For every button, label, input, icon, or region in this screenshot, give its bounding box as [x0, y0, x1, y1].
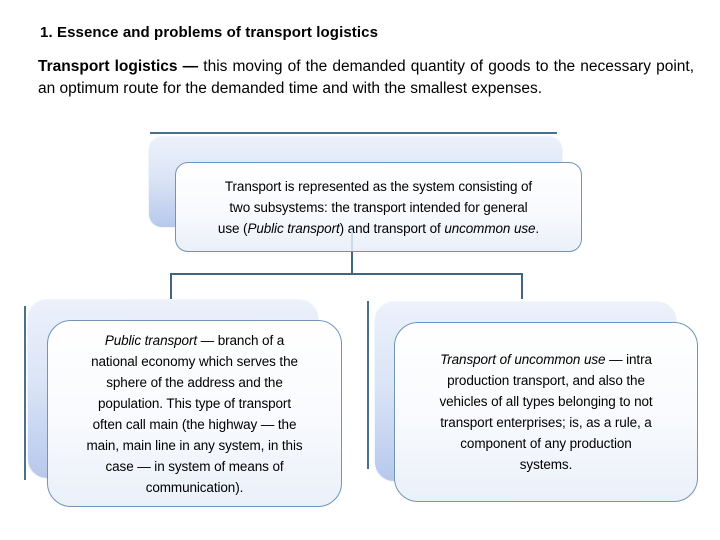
left-node-lead-italic: Public transport [104, 332, 198, 348]
right-node-text-line: production transport, and also the [447, 373, 645, 388]
intro-term: Transport logistics — [38, 58, 204, 75]
root-line3-pre: use ( [217, 220, 248, 236]
left-node-lead-rest: — branch of a [197, 332, 285, 348]
root-node-text-line: use (Public transport) and transport of … [218, 218, 539, 239]
slide-title: 1. Essence and problems of transport log… [40, 24, 379, 41]
right-node-text-line: Transport of uncommon use — intra [440, 349, 652, 370]
right-node-box: Transport of uncommon use — intra produc… [394, 322, 698, 502]
left-node-text-line: population. This type of transport [98, 395, 291, 411]
connector-ghost-through-box [351, 231, 353, 251]
connector-drop-left [170, 274, 172, 300]
left-node-text-line: sphere of the address and the [106, 374, 283, 390]
intro-paragraph: Transport logistics — this moving of the… [38, 56, 694, 100]
root-node-box: Transport is represented as the system c… [175, 162, 582, 252]
left-node-text-line: Public transport — branch of a [105, 330, 284, 351]
top-node-accent-line [150, 132, 557, 134]
right-node-lead-italic: Transport of uncommon use [440, 352, 606, 367]
left-node-text-line: case — in system of means of [105, 458, 284, 474]
right-node-text-line: vehicles of all types belonging to not [439, 394, 653, 409]
root-node-text-line: two subsystems: the transport intended f… [229, 199, 528, 215]
left-node-text-line: main, main line in any system, in this [86, 437, 303, 453]
right-node-text-line: systems. [519, 457, 573, 472]
root-line3-end: . [535, 220, 540, 236]
right-node-text-line: transport enterprises; is, as a rule, a [440, 415, 652, 430]
connector-horizontal-bar [170, 273, 523, 275]
right-node-text-line: component of any production [460, 436, 632, 451]
root-node-text-line: Transport is represented as the system c… [224, 178, 533, 194]
connector-stem [351, 251, 353, 274]
left-node-text-line: often call main (the highway — the [92, 416, 297, 432]
intro-body: this moving of the demanded quantity of … [38, 58, 695, 97]
connector-drop-right [521, 274, 523, 299]
left-node-box: Public transport — branch of a national … [47, 320, 342, 507]
root-line3-italic-uncommon-use: uncommon use [444, 220, 536, 236]
root-line3-mid: ) and transport of [339, 220, 445, 236]
left-node-text-line: national economy which serves the [91, 353, 298, 369]
left-node-text-line: communication). [145, 479, 244, 495]
right-node-lead-rest: — intra [605, 352, 652, 367]
left-node-accent-line [24, 306, 26, 480]
right-node-accent-line [367, 301, 369, 469]
root-line3-italic-public-transport: Public transport [247, 220, 340, 236]
